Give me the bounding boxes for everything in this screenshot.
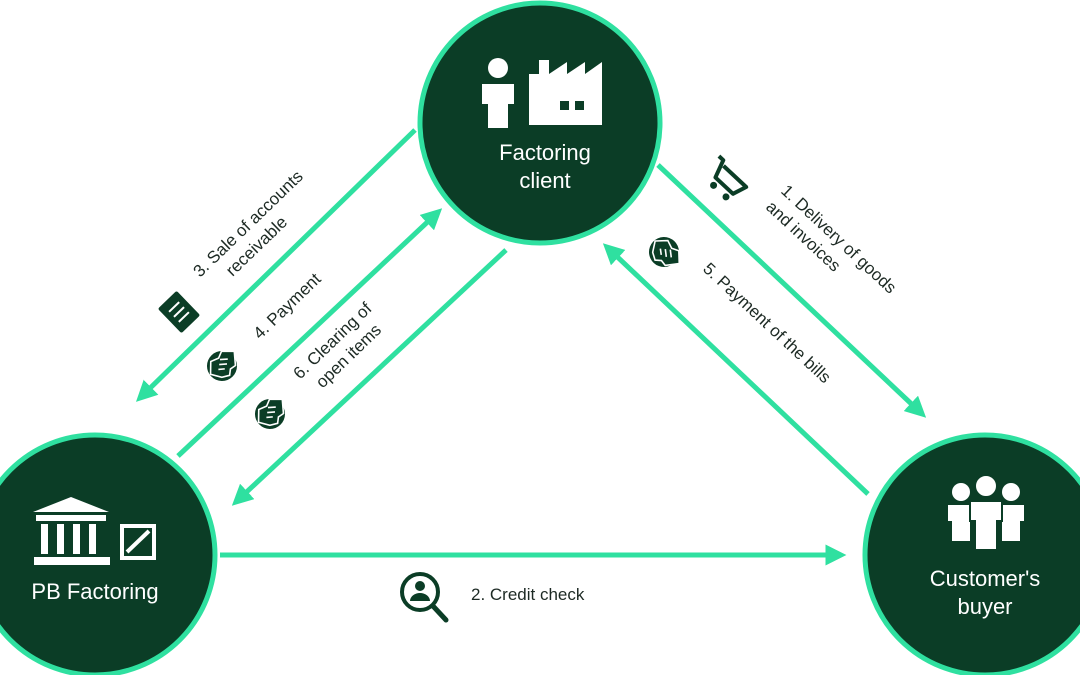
customers-buyer-line2: buyer: [957, 594, 1012, 619]
pb-factoring-label: PB Factoring: [31, 579, 158, 604]
deutsche-bank-logo-icon: [120, 524, 156, 560]
handshake-icon: [199, 341, 247, 389]
shopping-cart-icon: [710, 154, 749, 201]
customers-buyer-line1: Customer's: [930, 566, 1041, 591]
factoring-client-line2: client: [519, 168, 570, 193]
arrow-step6: [231, 248, 508, 506]
node-pb-factoring: PB Factoring: [0, 432, 218, 675]
handshake-icon: [247, 389, 295, 437]
bank-icon: [33, 497, 110, 565]
arrow-step1: [656, 163, 927, 418]
handshake-icon: [641, 229, 689, 277]
arrow-step4: [176, 208, 443, 458]
node-customers-buyer: Customer's buyer: [862, 432, 1080, 675]
connectors: [135, 128, 927, 566]
step5-label: 5. Payment of the bills: [699, 259, 834, 387]
person-icon: [482, 58, 514, 128]
flow-step2: 2. Credit check: [400, 572, 585, 623]
group-icon: [948, 474, 1024, 551]
factoring-client-line1: Factoring: [499, 140, 591, 165]
person-search-icon: [400, 572, 449, 623]
node-factoring-client: Factoring client: [417, 0, 663, 246]
step2-label: 2. Credit check: [471, 585, 585, 604]
arrow-step5: [602, 243, 870, 496]
document-icon: [158, 291, 200, 333]
factory-icon: [529, 60, 602, 125]
arrow-step3: [135, 128, 417, 402]
